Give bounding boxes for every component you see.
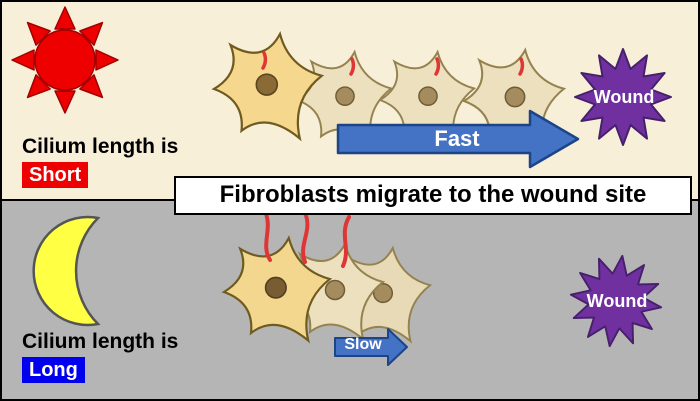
- wound-label-bottom: Wound: [586, 291, 648, 311]
- cilium-short: [434, 57, 441, 76]
- banner-title: Fibroblasts migrate to the wound site: [174, 176, 692, 215]
- nucleus: [264, 276, 287, 299]
- cilium-length-label-bottom: Cilium length is: [22, 330, 179, 353]
- sun-icon: [11, 6, 119, 114]
- fibroblast-cell: [296, 51, 393, 145]
- fibroblast-cell: [462, 48, 565, 148]
- cilium-length-label-top: Cilium length is: [22, 135, 179, 158]
- fibroblast-cell: [333, 247, 432, 343]
- short-cilia: [261, 51, 525, 76]
- cilium-long: [301, 211, 310, 264]
- cilium-length-value-short: Short: [22, 162, 89, 188]
- nucleus: [372, 283, 394, 304]
- slow-arrow-label: Slow: [344, 336, 382, 353]
- nucleus: [335, 86, 355, 107]
- fibroblast-cell-lead: [222, 236, 331, 342]
- wound-label-top: Wound: [593, 87, 655, 107]
- nucleus: [504, 86, 526, 108]
- fibroblast-row-bottom: [222, 207, 432, 343]
- fibroblast-cell-lead: [212, 32, 323, 140]
- nucleus: [418, 86, 438, 107]
- cilium-short: [349, 57, 356, 76]
- nucleus: [324, 279, 346, 301]
- fibroblast-row-top: [212, 32, 565, 148]
- fast-arrow: [336, 109, 580, 169]
- cilium-long: [341, 215, 351, 268]
- fibroblast-cell: [379, 51, 476, 145]
- cilium-length-value-long: Long: [22, 357, 85, 383]
- cilium-short: [518, 57, 525, 76]
- nucleus: [255, 73, 279, 96]
- fibroblast-cell: [284, 243, 384, 340]
- slow-arrow: [334, 328, 408, 366]
- fast-arrow-label: Fast: [434, 126, 480, 151]
- moon-icon: [32, 215, 101, 327]
- cilium-long: [262, 207, 272, 262]
- cilium-short: [261, 51, 268, 70]
